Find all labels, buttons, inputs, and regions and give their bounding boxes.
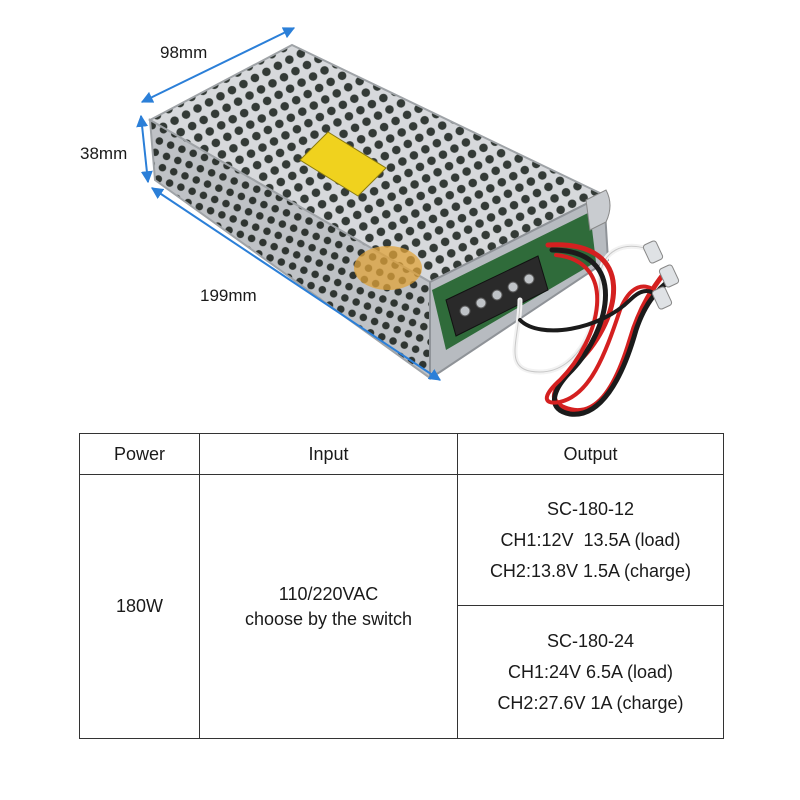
output-model-24: SC-180-24 CH1:24V 6.5A (load) CH2:27.6V … (457, 605, 724, 739)
output-ch2: CH2:13.8V 1.5A (charge) (489, 560, 692, 581)
output-wires (512, 242, 673, 417)
wire-connectors (642, 240, 680, 310)
height-dimension-arrow (136, 114, 153, 184)
output-ch1: CH1:12V 13.5A (load) (500, 529, 681, 550)
warning-label (299, 131, 387, 197)
output-ch1: CH1:24V 6.5A (load) (507, 661, 674, 682)
input-voltage: 110/220VAC (278, 583, 379, 604)
width-dimension-arrow (140, 27, 296, 103)
output-ch2: CH2:27.6V 1A (charge) (497, 692, 684, 713)
length-dimension-arrow (151, 187, 441, 381)
spec-table: Power Input Output 180W 110/220VAC choos… (79, 433, 724, 739)
mounting-bracket (585, 189, 611, 231)
power-value: 180W (79, 474, 200, 739)
transformer (354, 246, 422, 290)
header-output: Output (457, 433, 724, 475)
table-row: 180W 110/220VAC choose by the switch SC-… (79, 474, 724, 739)
table-header-row: Power Input Output (79, 433, 724, 475)
length-dimension-label: 199mm (200, 286, 257, 305)
output-model-name: SC-180-12 (546, 498, 635, 519)
input-switch-note: choose by the switch (244, 608, 413, 629)
table-row: SC-180-24 CH1:24V 6.5A (load) CH2:27.6V … (80, 605, 724, 739)
width-dimension-label: 98mm (160, 43, 207, 62)
header-input: Input (199, 433, 458, 475)
header-power: Power (79, 433, 200, 475)
output-model-name: SC-180-24 (546, 630, 635, 651)
terminal-screws (459, 273, 535, 317)
input-value: 110/220VAC choose by the switch (199, 474, 458, 739)
output-model-12: SC-180-12 CH1:12V 13.5A (load) CH2:13.8V… (457, 474, 724, 606)
height-dimension-label: 38mm (80, 144, 127, 163)
product-figure: 98mm 38mm 199mm (80, 27, 680, 417)
